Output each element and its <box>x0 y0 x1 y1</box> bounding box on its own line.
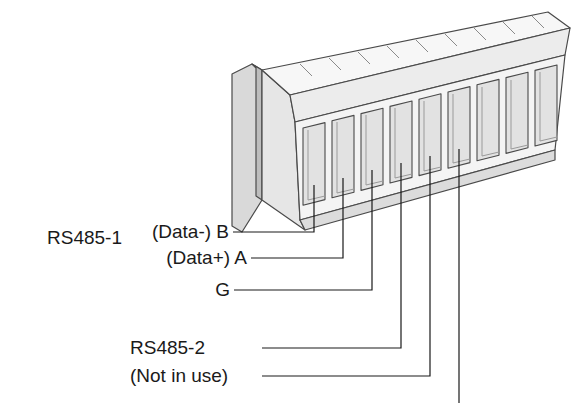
pin-name: (Data+) A <box>166 247 247 269</box>
leader-lines <box>233 149 459 403</box>
opening-shading <box>308 72 557 200</box>
leader-line <box>234 170 372 290</box>
pin-name: G <box>215 279 230 301</box>
connector-name: RS485-2 (Not in use) <box>130 334 238 390</box>
flange-edge <box>252 64 262 200</box>
leader-line <box>251 178 343 258</box>
pin-name: (Data-) B <box>152 221 229 243</box>
flange <box>232 64 262 232</box>
leader-line <box>458 149 459 403</box>
connector-name: RS485-1 <box>47 227 122 249</box>
leader-line <box>262 163 401 348</box>
leader-line <box>233 185 314 232</box>
leader-line <box>262 156 430 376</box>
top-ridges <box>300 16 544 76</box>
